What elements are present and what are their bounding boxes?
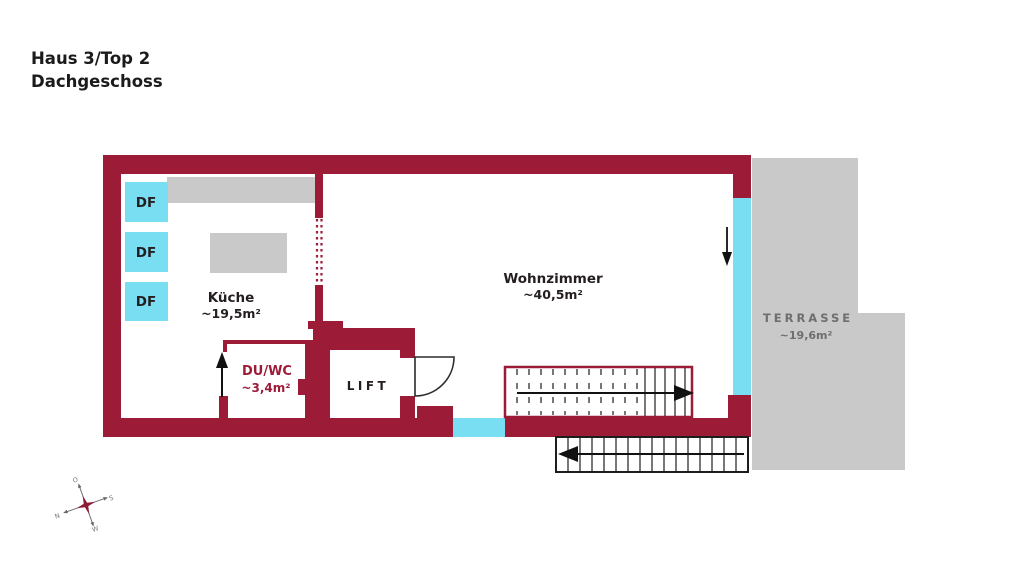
wall-top — [103, 155, 751, 174]
duwc-wall-right-bump — [298, 379, 305, 395]
compass-letter-s: S — [108, 494, 115, 503]
terrasse-label: TERRASSE — [763, 311, 853, 325]
skylight-box-3 — [125, 282, 168, 321]
compass-letter-w: W — [91, 524, 100, 534]
skylight-label-3: DF — [136, 294, 156, 310]
window-strip-right — [733, 198, 751, 395]
wall-bottom — [103, 418, 751, 437]
entry-step-block — [417, 406, 453, 420]
lift-wall-top — [313, 328, 415, 350]
duwc-wall-left-lower — [219, 396, 228, 418]
compass-letter-o: O — [72, 475, 80, 484]
divider-wall-lower — [315, 285, 323, 328]
duwc-wall-right — [305, 340, 313, 418]
stair-upper — [503, 365, 694, 419]
entrance-glass-door — [453, 418, 505, 437]
duwc-entry-arrow — [216, 352, 228, 397]
skylight-boxes: DF DF DF — [125, 182, 168, 321]
lift-label: LIFT — [347, 379, 390, 393]
duwc-wall-top — [223, 340, 313, 344]
kitchen-island — [210, 233, 287, 273]
duwc-label: DU/WC — [242, 364, 292, 379]
lift-wall-right-lower — [400, 396, 415, 418]
stair-lower-arrowhead — [558, 446, 578, 462]
stair-lower — [555, 436, 749, 473]
compass-letter-n: N — [54, 511, 61, 520]
lift-door-swing — [414, 356, 455, 397]
wohnzimmer-label: Wohnzimmer — [503, 271, 603, 287]
wohnzimmer-area: ~40,5m² — [523, 287, 583, 302]
duwc-wall-top-stub — [223, 340, 227, 352]
lift-wall-left — [313, 350, 330, 418]
stair-upper-arrowhead — [674, 385, 694, 401]
wall-right-bottom — [728, 395, 751, 437]
skylight-box-1 — [125, 182, 168, 222]
compass-star — [76, 495, 96, 515]
window-down-arrow — [722, 227, 732, 266]
lift-wall-right-upper — [400, 350, 415, 358]
plan-title-line2: Dachgeschoss — [31, 72, 163, 91]
compass-rose: O S N W — [54, 475, 115, 533]
plan-title-line1: Haus 3/Top 2 — [31, 49, 151, 68]
terrace-slab — [752, 158, 905, 470]
skylight-box-2 — [125, 232, 168, 272]
wall-left — [103, 155, 121, 437]
duwc-area: ~3,4m² — [241, 381, 290, 395]
roof-slope-band — [167, 177, 315, 203]
skylight-label-2: DF — [136, 245, 156, 261]
lift-wall-top-raised — [308, 321, 343, 329]
kueche-label: Küche — [208, 290, 255, 306]
skylight-label-1: DF — [136, 195, 156, 211]
wall-right-top — [733, 155, 751, 198]
kueche-area: ~19,5m² — [201, 306, 261, 321]
plan-title: Haus 3/Top 2 Dachgeschoss — [31, 47, 163, 93]
divider-wall-upper — [315, 174, 323, 218]
terrasse-area: ~19,6m² — [780, 329, 833, 342]
